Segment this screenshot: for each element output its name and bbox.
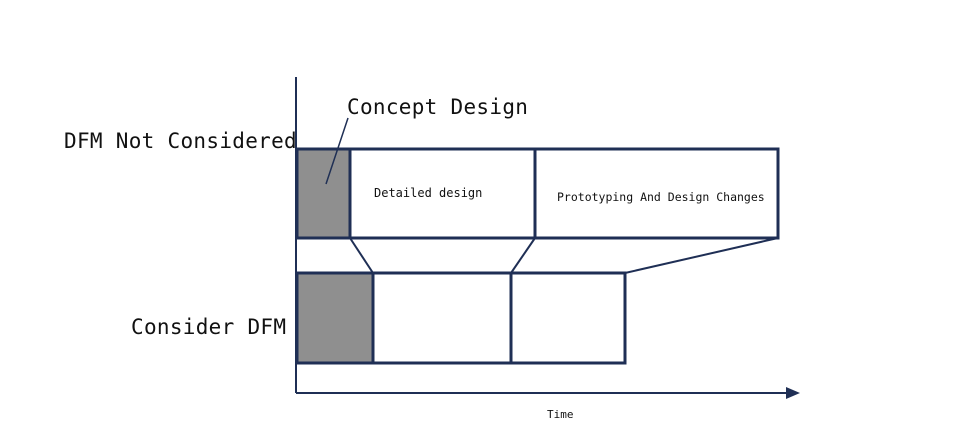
connector-prototyping [624, 237, 779, 274]
bottom-detailed-box [371, 271, 513, 365]
concept-design-label: Concept Design [347, 95, 529, 119]
x-axis-arrowhead [786, 387, 800, 399]
row-label-consider-dfm: Consider DFM [131, 315, 287, 339]
detailed-design-label: Detailed design [374, 186, 483, 200]
connector-detailed [510, 237, 536, 274]
top-concept-box [295, 147, 352, 240]
prototyping-label: Prototyping And Design Changes [557, 190, 765, 204]
bottom-prototyping-box [509, 271, 627, 365]
connector-concept [349, 237, 374, 274]
concept-pointer-line [325, 117, 349, 185]
row-label-dfm-not-considered: DFM Not Considered [64, 129, 297, 153]
time-axis-label: Time [547, 408, 574, 421]
bottom-concept-box [295, 271, 375, 365]
top-prototyping-box [533, 147, 780, 240]
